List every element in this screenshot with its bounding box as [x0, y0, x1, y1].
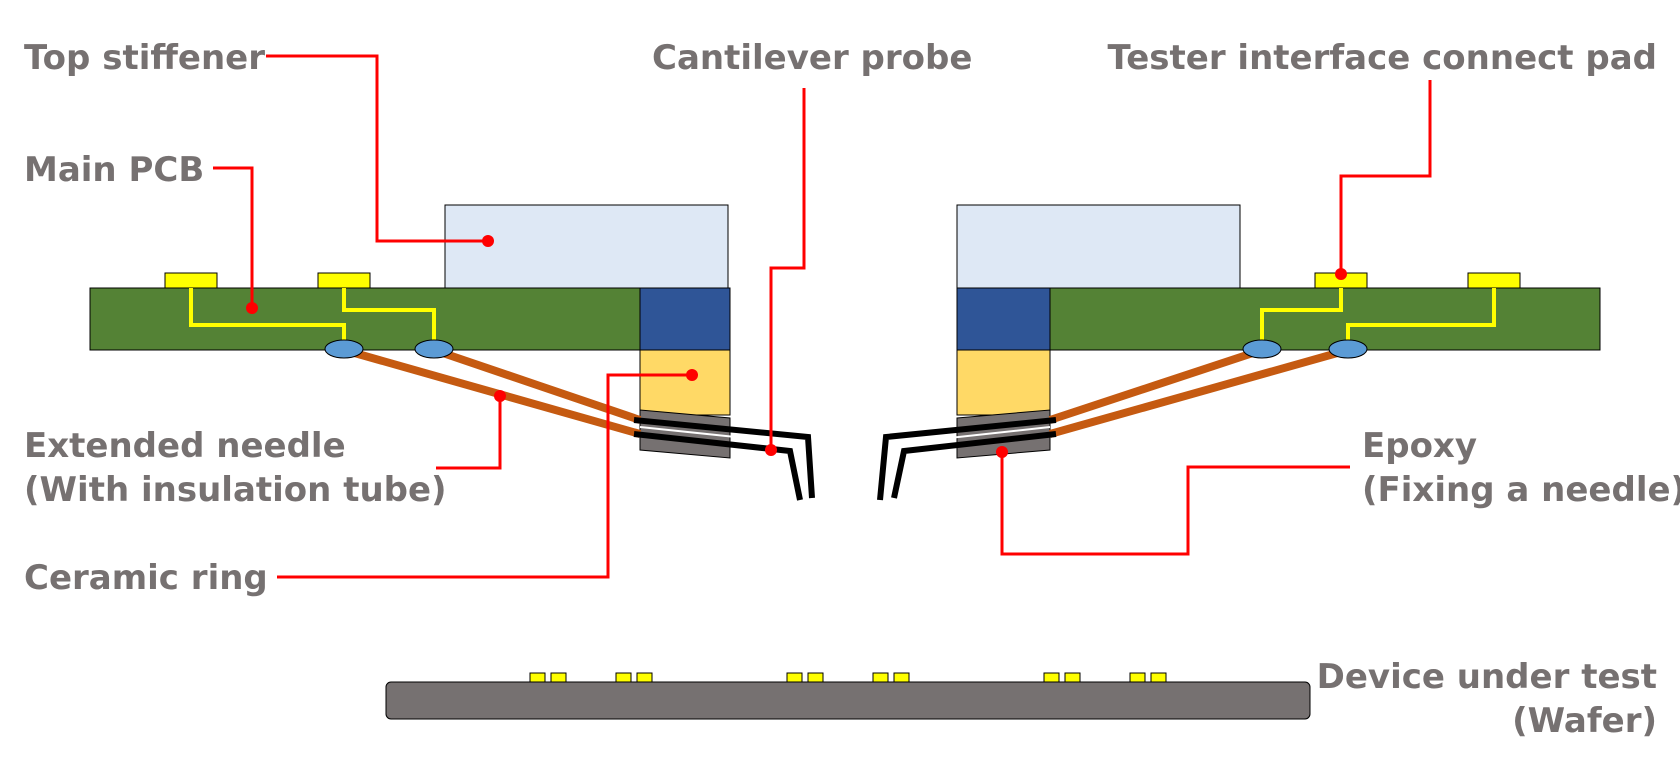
label-extended-needle-line2: (With insulation tube)	[24, 470, 447, 510]
wafer-pad	[893, 672, 910, 683]
wafer-device-under-test	[385, 672, 1311, 720]
callout-dots	[246, 235, 1347, 458]
callout-dot-epoxy	[996, 446, 1008, 458]
cantilever-probe-right-1	[877, 417, 1057, 501]
callout-dot-cantilever-probe	[765, 444, 777, 456]
callout-epoxy	[1000, 452, 1350, 556]
top-stiffener-left	[444, 204, 729, 289]
main-pcb-left	[89, 287, 641, 351]
top-stiffener-right	[956, 204, 1241, 289]
extended-needle-left-2	[432, 346, 642, 424]
cantilever-probe-left-2	[633, 431, 803, 501]
left-probe-assembly	[89, 204, 815, 501]
wafer-pad	[807, 672, 824, 683]
cantilever-probe-right-2	[891, 431, 1057, 499]
extended-needle-right-1	[1048, 346, 1264, 424]
wafer-pads	[529, 672, 1167, 683]
callout-extended-needle	[436, 396, 502, 470]
callout-dot-ceramic-ring	[686, 369, 698, 381]
tester-pad-left-1	[164, 272, 218, 289]
callout-ceramic-ring	[277, 373, 692, 579]
pcb-trace-right-2	[1346, 288, 1496, 347]
label-epoxy-line1: Epoxy	[1362, 426, 1478, 466]
wafer-pad	[786, 672, 803, 683]
via-left-2	[414, 339, 454, 359]
pcb-trace-left-1	[189, 288, 346, 347]
callout-tester-pad	[1339, 80, 1432, 274]
callout-cantilever-probe	[769, 88, 806, 450]
label-cantilever-probe: Cantilever probe	[652, 38, 973, 78]
label-device-under-test: Device under test (Wafer)	[1317, 655, 1657, 743]
label-extended-needle: Extended needle (With insulation tube)	[24, 424, 447, 512]
label-top-stiffener: Top stiffener	[24, 38, 265, 78]
cantilever-probe-right-highlight	[887, 426, 1051, 496]
wafer-pad	[1129, 672, 1146, 683]
label-ceramic-ring: Ceramic ring	[24, 558, 268, 598]
cantilever-probe-left-highlight	[639, 426, 807, 496]
callout-dot-main-pcb	[246, 302, 258, 314]
label-extended-needle-line1: Extended needle	[24, 426, 346, 466]
callout-main-pcb	[213, 166, 254, 308]
callout-dot-top-stiffener	[482, 235, 494, 247]
wafer-pad	[529, 672, 546, 683]
wafer-pad	[636, 672, 653, 683]
label-epoxy: Epoxy (Fixing a needle)	[1362, 424, 1680, 512]
wafer-pad	[1064, 672, 1081, 683]
wafer-pad	[872, 672, 889, 683]
right-probe-assembly	[877, 204, 1601, 501]
tester-pad-right-2	[1467, 272, 1521, 289]
ceramic-ring-right	[956, 349, 1051, 416]
label-dut-line2: (Wafer)	[1512, 701, 1657, 741]
pcb-trace-right-1	[1260, 288, 1343, 347]
ceramic-ring-left	[639, 349, 731, 416]
wafer-pad	[1150, 672, 1167, 683]
blue-block-right	[956, 287, 1051, 351]
blue-block-left	[639, 287, 731, 351]
pcb-trace-left-2	[342, 288, 436, 347]
label-dut-line1: Device under test	[1316, 657, 1657, 697]
wafer-pad	[615, 672, 632, 683]
callout-dot-extended-needle	[494, 390, 506, 402]
label-tester-interface-pad: Tester interface connect pad	[1107, 38, 1657, 78]
label-epoxy-line2: (Fixing a needle)	[1362, 470, 1680, 510]
wafer	[385, 681, 1311, 720]
main-pcb-right	[1049, 287, 1601, 351]
wafer-pad	[550, 672, 567, 683]
label-main-pcb: Main PCB	[24, 150, 205, 190]
callout-top-stiffener	[266, 54, 488, 243]
wafer-pad	[1043, 672, 1060, 683]
extended-needle-right-2	[1048, 346, 1350, 438]
via-left-1	[324, 339, 364, 359]
extended-needle-left-1	[342, 346, 642, 438]
tester-pad-left-2	[317, 272, 371, 289]
cantilever-probe-left-1	[633, 417, 815, 499]
callout-dot-tester-pad	[1335, 268, 1347, 280]
via-right-2	[1328, 339, 1368, 359]
callout-lines	[213, 54, 1432, 579]
via-right-1	[1242, 339, 1282, 359]
